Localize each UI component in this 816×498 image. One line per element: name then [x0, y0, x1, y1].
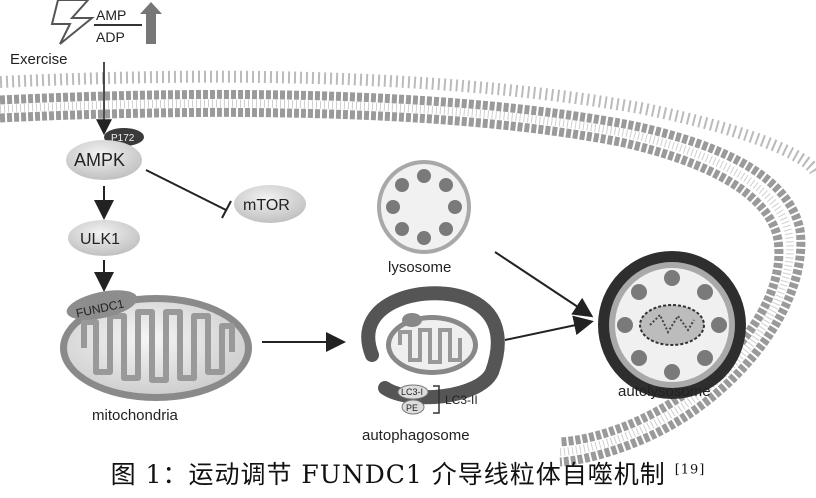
- mitochondria-label: mitochondria: [92, 407, 179, 424]
- fundc1-node: [66, 290, 138, 320]
- adp-label: ADP: [96, 29, 125, 45]
- ampk-label: AMPK: [74, 150, 125, 170]
- ulk1-label: ULK1: [80, 231, 120, 248]
- lysosome-icon: [377, 160, 471, 254]
- lc3-ii-label: LC3-II: [445, 393, 478, 407]
- caption-reference: [19]: [674, 462, 706, 478]
- pe-node: [401, 399, 425, 415]
- lysosome-label: lysosome: [388, 259, 451, 276]
- lc3-ii-bracket: [433, 385, 440, 414]
- amp-label: AMP: [96, 7, 126, 23]
- autolysosome-icon: [598, 251, 746, 399]
- mtor-label: mTOR: [243, 197, 290, 214]
- mitochondria-icon: [60, 295, 252, 401]
- autophagosome-label: autophagosome: [362, 427, 470, 444]
- figure-caption: 图 1：运动调节 FUNDC1 介导线粒体自噬机制 [19]: [0, 455, 816, 491]
- ampk-inhibits-mtor: [145, 169, 227, 211]
- lightning-icon: [50, 0, 95, 45]
- up-arrow-icon: [140, 2, 162, 44]
- autophagosome-icon: [361, 286, 505, 405]
- phospho-badge-label: P172: [111, 133, 135, 144]
- mtor-node: [234, 185, 306, 223]
- inhibition-bar: [221, 200, 232, 219]
- ulk1-node: [68, 220, 140, 256]
- cell-membrane: [0, 70, 816, 467]
- lc3-i-label: LC3-I: [401, 387, 423, 397]
- exercise-label: Exercise: [10, 51, 68, 68]
- ampk-node: [66, 140, 142, 180]
- caption-text: 图 1：运动调节 FUNDC1 介导线粒体自噬机制: [110, 460, 666, 489]
- lc3-i-node: [397, 384, 429, 400]
- autophagosome-to-autolysosome-arrow: [504, 315, 594, 341]
- pe-label: PE: [406, 403, 418, 413]
- autolysosome-label: autolysosome: [618, 383, 711, 400]
- lysosome-to-autolysosome-arrow: [494, 251, 594, 318]
